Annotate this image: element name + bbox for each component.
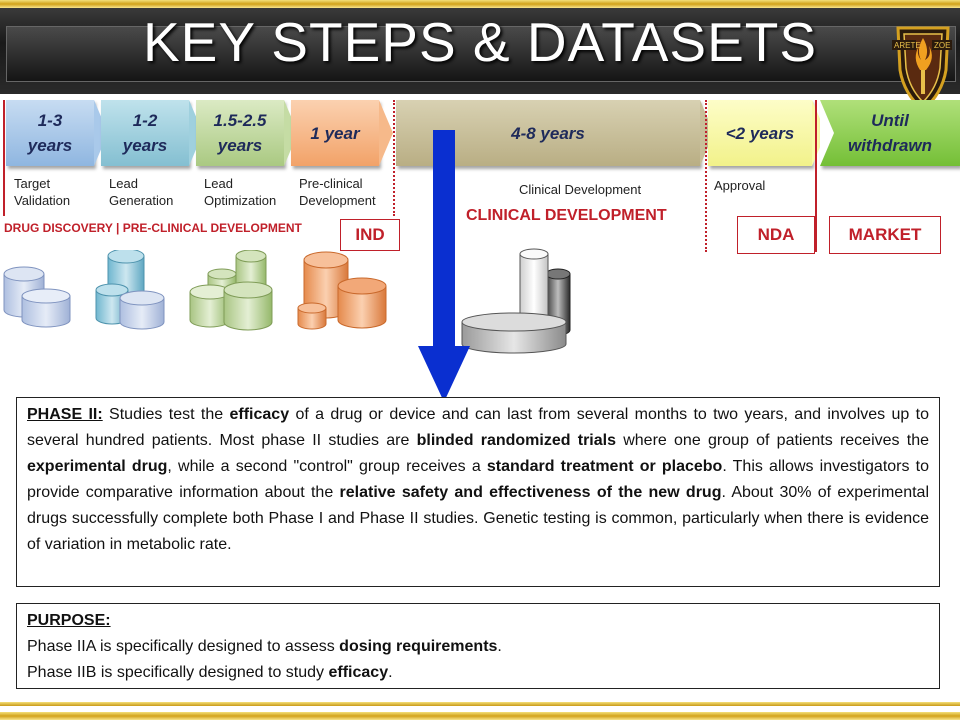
svg-text:ARETE: ARETE — [894, 41, 921, 50]
step-duration: 1.5-2.5 — [213, 111, 267, 130]
separator-market — [815, 100, 817, 252]
slide-title: KEY STEPS & DATASETS — [142, 11, 818, 73]
phase-ii-description: PHASE II: Studies test the efficacy of a… — [16, 397, 940, 587]
milestone-nda: NDA — [737, 216, 815, 254]
clinical-dataset-cylinders — [461, 248, 571, 354]
step-duration: years — [217, 136, 263, 155]
phase-text: . About 30% of experimental drugs succes… — [27, 484, 930, 553]
gold-bottom-border — [0, 712, 960, 720]
title-bar — [0, 8, 960, 94]
phase-text: , while a second "control" group receive… — [167, 458, 487, 475]
phase-ii-heading: PHASE II: — [27, 406, 103, 423]
phase-emphasis: efficacy — [229, 406, 290, 423]
phase-emphasis: relative safety and effectiveness of the… — [339, 484, 722, 501]
step-duration: 4-8 years — [511, 123, 585, 143]
separator-nda — [705, 100, 707, 252]
label-clinical-development: Clinical Development — [519, 182, 642, 197]
step-market: Until withdrawn — [820, 100, 960, 166]
step-preclinical: 1 year — [291, 100, 393, 166]
step-approval: <2 years — [708, 100, 826, 166]
dataset-cylinders — [3, 250, 387, 331]
phase-text: Studies test the — [102, 406, 230, 423]
cylinder-group-lead-optimization — [189, 250, 273, 331]
milestone-market: MARKET — [829, 216, 941, 254]
label-approval: Approval — [714, 178, 766, 193]
step-duration: <2 years — [725, 123, 795, 143]
phase-text: where one group of patients receives the — [615, 432, 929, 449]
purpose-line-iib: Phase IIB is specifically designed to st… — [27, 664, 393, 681]
step-duration: 1-2 — [132, 111, 158, 130]
step-duration: 1-3 — [37, 111, 63, 130]
phase-text: . This allows investigators to provide c… — [27, 458, 929, 501]
purpose-box: PURPOSE: Phase IIA is specifically desig… — [16, 603, 940, 689]
step-duration: years — [27, 136, 73, 155]
stage-clinical-development: CLINICAL DEVELOPMENT — [466, 207, 667, 224]
phase-emphasis: experimental drug — [27, 458, 168, 475]
step-lead-optimization: 1.5-2.5 years — [196, 100, 298, 166]
purpose-heading: PURPOSE: — [27, 612, 111, 629]
gold-bottom-line — [0, 702, 960, 706]
step-target-validation: 1-3 years — [6, 100, 108, 166]
purpose-line-iia: Phase IIA is specifically designed to as… — [27, 638, 502, 655]
cylinder-group-preclinical — [297, 251, 387, 330]
phase-text: of a drug or device and can last from se… — [27, 406, 929, 449]
step-arrow-tip — [379, 100, 393, 166]
phase-emphasis: blinded randomized trials — [416, 432, 616, 449]
cylinder-group-target-validation — [3, 266, 71, 328]
step-arrow-notch — [820, 100, 834, 166]
step-duration: 1 year — [310, 123, 360, 143]
svg-text:ZOE: ZOE — [934, 41, 950, 50]
timeline-start-marker — [3, 100, 5, 216]
step-lead-generation: 1-2 years — [101, 100, 203, 166]
title-panel — [6, 26, 956, 82]
step-duration: years — [122, 136, 168, 155]
phase-emphasis: standard treatment or placebo — [486, 458, 723, 475]
step-duration: Until — [871, 111, 909, 130]
step-duration: withdrawn — [847, 136, 933, 155]
down-arrow-icon — [418, 130, 470, 402]
stage-drug-discovery: DRUG DISCOVERY | PRE-CLINICAL DEVELOPMEN… — [4, 221, 302, 235]
cylinder-group-lead-generation — [95, 250, 165, 330]
separator-ind — [393, 100, 395, 216]
gold-top-border — [0, 0, 960, 8]
shield-logo-icon: ARETE ZOE — [892, 26, 952, 112]
milestone-ind: IND — [340, 219, 400, 251]
